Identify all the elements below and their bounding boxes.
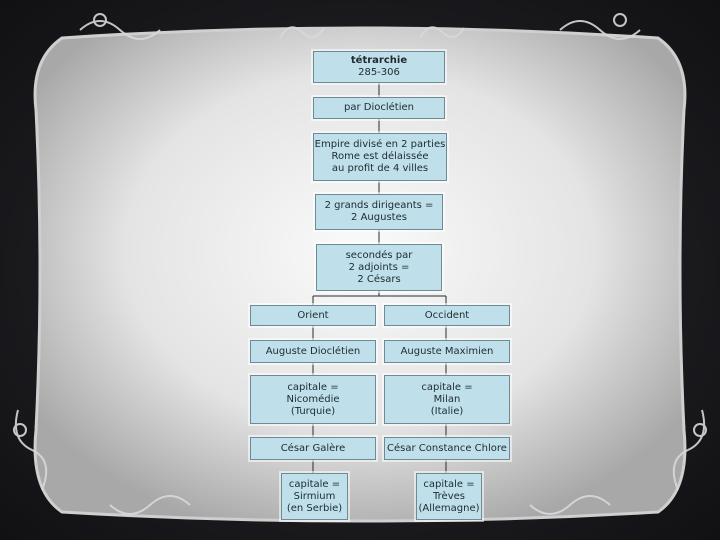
node-text: capitale = (423, 478, 475, 490)
node-text: Occident (424, 309, 470, 321)
connector-lines (312, 83, 447, 473)
node-empire: Empire divisé en 2 parties Rome est déla… (313, 133, 447, 181)
node-text: capitale = (421, 381, 473, 393)
node-text: César Galère (280, 442, 346, 454)
node-text: 2 Césars (357, 273, 401, 285)
flourish-decorations (13, 13, 707, 515)
node-founder: par Dioclétien (313, 97, 445, 119)
node-text: 2 grands dirigeants = (324, 200, 434, 211)
node-text: capitale = (288, 478, 341, 490)
node-title-line: tétrarchie (350, 55, 408, 66)
node-text: Nicomédie (286, 393, 340, 405)
node-text: 2 Augustes (351, 212, 407, 223)
node-text: par Dioclétien (344, 102, 414, 113)
node-text: (en Serbie) (286, 502, 343, 514)
node-capitale-cesar-occident: capitale = Trèves (Allemagne) (416, 473, 482, 520)
node-text: capitale = (287, 381, 339, 393)
node-text: Empire divisé en 2 parties (314, 139, 446, 150)
node-occident: Occident (384, 305, 510, 326)
node-title-line: 285-306 (358, 67, 400, 78)
node-title: tétrarchie 285-306 (313, 51, 445, 83)
node-capitale-orient: capitale = Nicomédie (Turquie) (250, 375, 376, 424)
node-text: 2 adjoints = (348, 261, 410, 273)
node-text: (Turquie) (290, 405, 336, 417)
node-augustes: 2 grands dirigeants = 2 Augustes (315, 194, 443, 230)
node-text: Sirmium (293, 490, 336, 502)
node-auguste-orient: Auguste Dioclétien (250, 340, 376, 363)
node-text: Auguste Maximien (400, 345, 494, 357)
node-text: Milan (433, 393, 461, 405)
node-capitale-occident: capitale = Milan (Italie) (384, 375, 510, 424)
node-cesars: secondés par 2 adjoints = 2 Césars (316, 244, 442, 291)
node-cesar-orient: César Galère (250, 437, 376, 460)
node-text: Rome est délaissée (331, 151, 429, 162)
node-text: Trèves (433, 490, 465, 502)
node-text: (Allemagne) (418, 502, 480, 514)
node-text: au profit de 4 villes (331, 163, 429, 174)
node-capitale-cesar-orient: capitale = Sirmium (en Serbie) (281, 473, 348, 520)
node-text: (Italie) (430, 405, 464, 417)
node-text: César Constance Chlore (387, 442, 507, 454)
node-text: Auguste Dioclétien (265, 345, 361, 357)
node-orient: Orient (250, 305, 376, 326)
node-text: secondés par (345, 249, 413, 261)
node-text: Orient (297, 309, 329, 321)
node-auguste-occident: Auguste Maximien (384, 340, 510, 363)
node-cesar-occident: César Constance Chlore (384, 437, 510, 460)
